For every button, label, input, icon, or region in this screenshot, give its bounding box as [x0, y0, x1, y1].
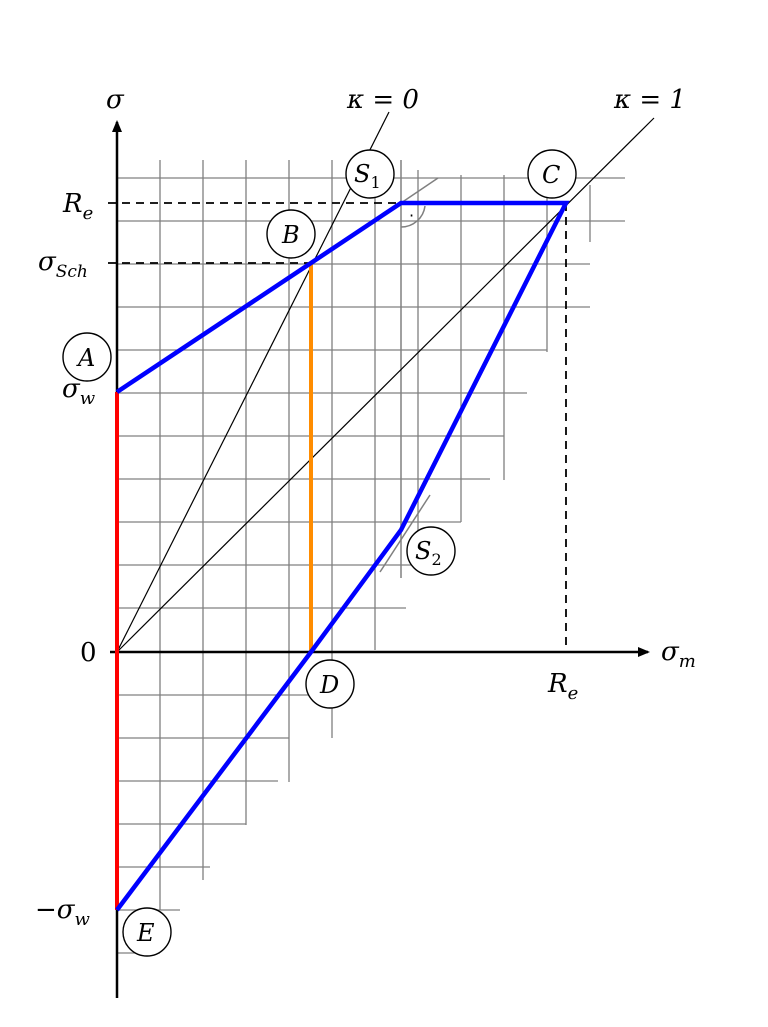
x-axis-label: σm [661, 637, 696, 672]
y-axis-label: σ [106, 85, 125, 115]
point-d-label: D [319, 671, 339, 699]
point-d-circle [305, 659, 355, 709]
point-s2-circle [406, 526, 456, 576]
kappa-1-label: κ = 1 [613, 85, 686, 115]
point-s2-label: S2 [415, 537, 442, 569]
point-markers [62, 149, 577, 957]
kappa-1-ray [116, 117, 655, 653]
minus-sigma-w-label: −σw [35, 895, 91, 930]
point-a-circle [62, 332, 112, 382]
point-e-label: E [136, 919, 155, 947]
right-angle-arc [400, 205, 426, 228]
kappa-0-ray [116, 111, 390, 653]
point-b-label: B [281, 221, 300, 249]
sigma-w-label: σw [62, 374, 96, 409]
background-grid [116, 160, 625, 955]
point-a-label: A [76, 344, 95, 372]
re-label: Re [62, 189, 93, 224]
re-x-label: Re [547, 669, 578, 704]
tangent-s2 [379, 494, 431, 573]
dashed-guides [108, 202, 567, 652]
kappa-0-label: κ = 0 [346, 85, 419, 115]
right-angle-dot: · [409, 206, 414, 225]
point-e-circle [122, 907, 172, 957]
sch-label: σSch [38, 247, 88, 282]
point-s1-label: S1 [354, 160, 381, 192]
tangent-s1 [400, 177, 439, 204]
point-b-circle [266, 209, 316, 259]
point-c-label: C [542, 161, 560, 189]
point-c-circle [527, 149, 577, 199]
envelope-blue-polyline [115, 200, 570, 912]
point-s1-circle [345, 149, 395, 199]
origin-label: 0 [80, 638, 97, 668]
